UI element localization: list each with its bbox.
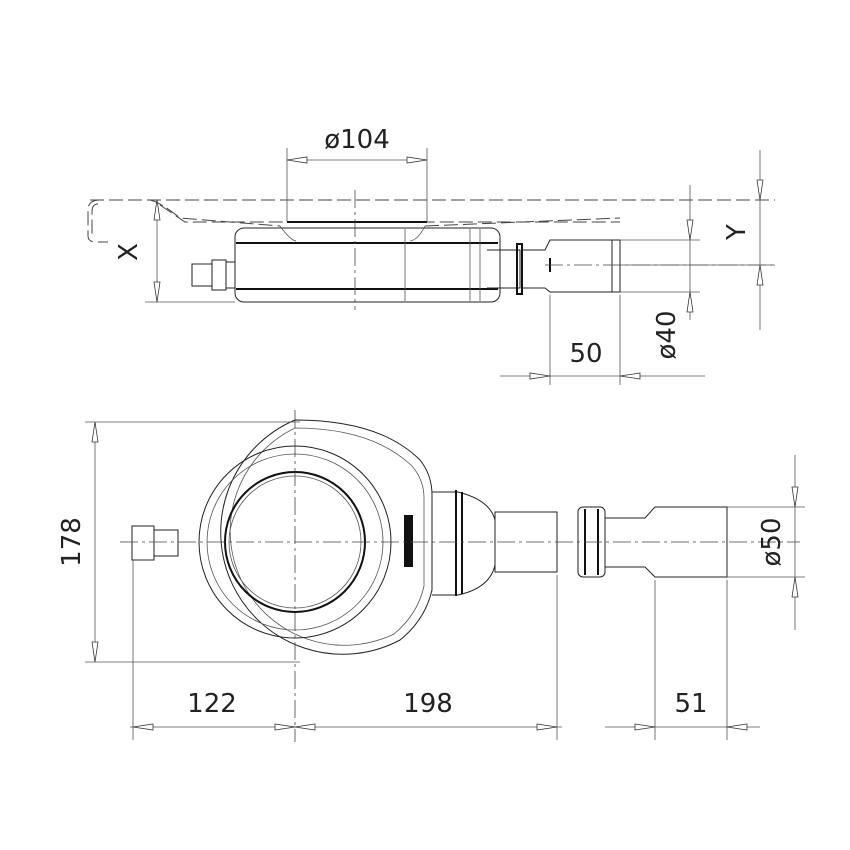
outlet-seal <box>516 243 523 295</box>
body-bands <box>236 242 498 290</box>
connector-body <box>211 259 227 291</box>
dim-label-51: 51 <box>674 689 707 719</box>
dim-label-x: X <box>114 243 144 261</box>
outlet-seal-ring <box>455 490 463 596</box>
dim-line-122-198 <box>130 560 562 740</box>
brand-logo <box>404 515 413 567</box>
dim-label-198: 198 <box>403 689 453 719</box>
drain-housing-outline <box>220 419 433 655</box>
side-view: ø104 X Y ø40 50 <box>87 125 775 385</box>
outlet-pipe <box>522 239 621 293</box>
plan-connector-tip <box>131 525 155 561</box>
outlet-neck <box>487 249 521 289</box>
tray-edge-line <box>87 199 620 243</box>
dim-label-diameter-50: ø50 <box>757 518 787 567</box>
dim-line-178 <box>85 421 300 663</box>
dim-label-diameter-104: ø104 <box>324 125 390 155</box>
connector-base <box>225 261 236 289</box>
drain-body <box>234 227 501 303</box>
outlet-collar <box>432 491 496 596</box>
grate-flange <box>279 225 426 242</box>
dim-line-diameter-50 <box>727 455 805 630</box>
connector-tip <box>191 263 213 287</box>
plan-connector-body <box>153 529 179 557</box>
dim-label-50: 50 <box>569 339 602 369</box>
dim-label-diameter-40: ø40 <box>652 311 682 360</box>
plan-view: 178 122 198 51 ø50 <box>57 410 805 742</box>
body-seams <box>404 229 481 301</box>
tray-inner-line <box>91 199 621 234</box>
dim-label-178: 178 <box>57 517 87 567</box>
dim-label-122: 122 <box>187 689 237 719</box>
dim-label-y: Y <box>722 224 752 241</box>
dim-line-diameter-104 <box>286 148 428 222</box>
dim-line-diameter-40 <box>620 185 700 320</box>
drain-housing-inner <box>229 427 425 646</box>
